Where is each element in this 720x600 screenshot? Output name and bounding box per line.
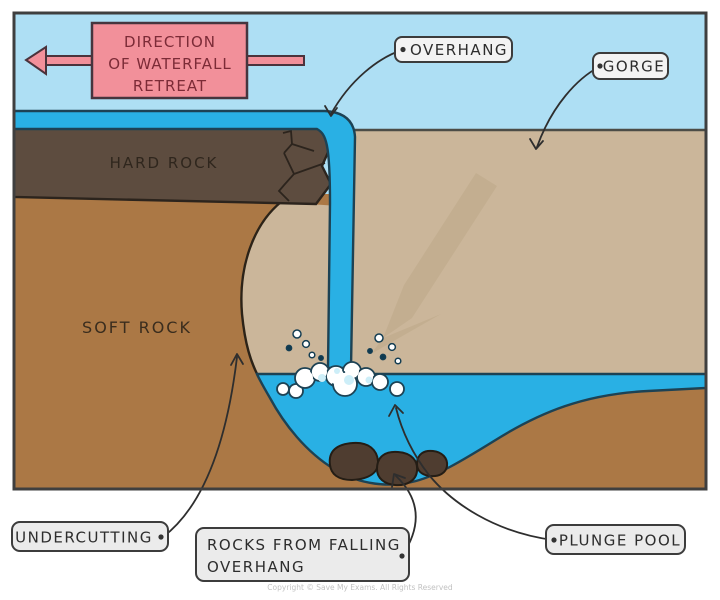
gorge-wall-face — [241, 130, 706, 375]
splash-foam — [276, 361, 405, 399]
soft-rock-label: SOFT ROCK — [82, 318, 192, 337]
undercutting-leader-line — [162, 356, 238, 538]
plunge-pool-label: PLUNGE POOL — [559, 532, 681, 550]
splash-droplets — [285, 329, 402, 365]
gorge-label: GORGE — [603, 58, 665, 76]
rocks-label-line2: OVERHANG — [207, 558, 305, 576]
rocks-callout: ROCKS FROM FALLING OVERHANG — [195, 527, 410, 582]
gorge-callout: GORGE — [592, 52, 669, 80]
overhang-arrowhead — [324, 105, 338, 117]
rocks-label-line1: ROCKS FROM FALLING — [207, 536, 401, 554]
gorge-arrowhead — [529, 138, 544, 150]
copyright-text: Copyright © Save My Exams. All Rights Re… — [267, 583, 453, 592]
undercutting-callout: UNDERCUTTING — [11, 521, 169, 552]
retreat-arrow-head — [24, 45, 47, 76]
plunge-pool-arrowhead — [388, 404, 404, 417]
undercutting-dot — [158, 534, 164, 540]
gorge-dot — [597, 63, 603, 69]
overhang-label: OVERHANG — [410, 41, 508, 59]
retreat-title-line2: OF WATERFALL — [108, 55, 232, 73]
hard-rock-label: HARD ROCK — [110, 154, 219, 172]
fallen-rock-2 — [375, 450, 419, 487]
rocks-arrowhead — [391, 473, 406, 488]
rocks-dot — [399, 553, 405, 559]
retreat-title-line3: RETREAT — [133, 77, 207, 95]
overhang-cracks — [277, 129, 326, 202]
overhang-dot — [400, 46, 406, 53]
undercutting-arrowhead — [230, 353, 244, 366]
fallen-rock-1 — [328, 441, 380, 482]
plunge-pool-dot — [551, 537, 557, 543]
river-and-waterfall — [12, 109, 357, 370]
undercut-cliff-outline — [240, 201, 282, 377]
diagram-frame — [12, 11, 708, 491]
callout-boxes: OVERHANG GORGE UNDERCUTTING ROCKS FROM F… — [11, 36, 686, 582]
retreat-title-line1: DIRECTION — [124, 33, 216, 51]
plunge-pool-callout: PLUNGE POOL — [545, 524, 686, 555]
retreat-title-box-rect — [90, 21, 249, 100]
retreat-title-box: DIRECTION OF WATERFALL RETREAT — [90, 21, 249, 100]
undercutting-label: UNDERCUTTING — [15, 529, 153, 547]
gorge-wall-shadow — [371, 173, 497, 354]
overhang-callout: OVERHANG — [394, 36, 513, 63]
plunge-pool-leader-line — [395, 407, 554, 541]
